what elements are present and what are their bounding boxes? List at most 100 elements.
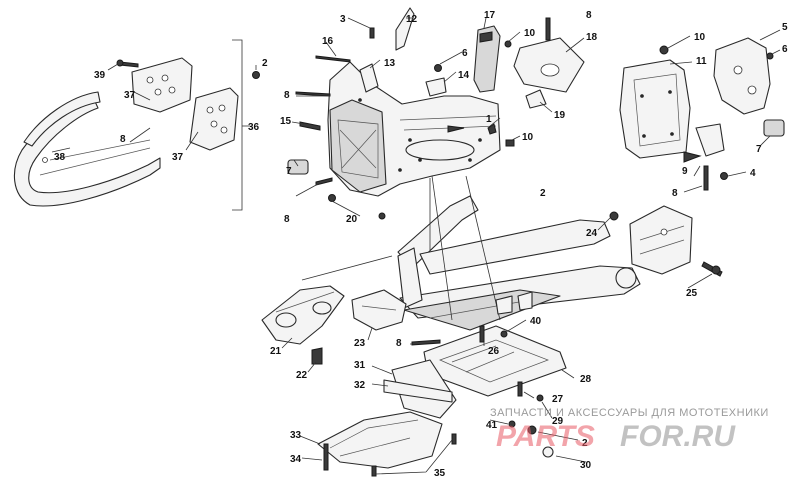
bumper-bracket-lower[interactable]: [189, 87, 239, 151]
bolt-15[interactable]: [299, 121, 321, 131]
callout-33[interactable]: 33: [290, 430, 302, 441]
callout-6-b[interactable]: 6: [782, 44, 788, 55]
nut-2-b[interactable]: [378, 212, 386, 220]
bumper-pad-7[interactable]: [287, 159, 309, 175]
callout-8-a[interactable]: 8: [586, 10, 592, 21]
callout-8-b[interactable]: 8: [284, 90, 290, 101]
pin-1[interactable]: [487, 123, 497, 135]
bolt-8-top[interactable]: [545, 17, 551, 41]
mount-23[interactable]: [351, 289, 407, 331]
nut-10-b[interactable]: [505, 139, 515, 147]
bumper-upper-rail[interactable]: [23, 91, 101, 147]
mount-bracket-5[interactable]: [713, 37, 771, 115]
nut-6[interactable]: [434, 64, 442, 72]
callout-8-f[interactable]: 8: [672, 188, 678, 199]
callout-18[interactable]: 18: [586, 32, 598, 43]
callout-37-b[interactable]: 37: [172, 152, 184, 163]
callout-36[interactable]: 36: [248, 122, 260, 133]
screw-16[interactable]: [315, 55, 351, 63]
nut-6-b[interactable]: [766, 52, 774, 60]
callout-10-a[interactable]: 10: [524, 28, 536, 39]
callout-11[interactable]: 11: [696, 56, 707, 67]
callout-9[interactable]: 9: [682, 166, 688, 177]
callout-20[interactable]: 20: [346, 214, 358, 225]
nut-20[interactable]: [328, 194, 336, 202]
bulkhead-side-panel[interactable]: [329, 99, 387, 193]
callout-2-a[interactable]: 2: [262, 58, 268, 69]
rivet-8-e[interactable]: [411, 339, 441, 346]
bracket-19[interactable]: [525, 89, 547, 109]
bumper-pad-7-b[interactable]: [763, 119, 785, 137]
callout-21[interactable]: 21: [270, 346, 282, 357]
callout-4[interactable]: 4: [750, 168, 756, 179]
screw-3[interactable]: [369, 27, 375, 39]
callout-22[interactable]: 22: [296, 370, 308, 381]
nut-40[interactable]: [500, 330, 508, 338]
callout-34[interactable]: 34: [290, 454, 302, 465]
rivet-8-left[interactable]: [295, 91, 331, 97]
bolt-26[interactable]: [479, 325, 485, 343]
callout-38[interactable]: 38: [54, 152, 66, 163]
bracket-plate-11[interactable]: [695, 123, 725, 157]
callout-35[interactable]: 35: [434, 468, 446, 479]
bolt-27[interactable]: [517, 381, 523, 397]
callout-19[interactable]: 19: [554, 110, 566, 121]
callout-10-b[interactable]: 10: [522, 132, 534, 143]
front-bumper[interactable]: [13, 94, 161, 207]
nut-24[interactable]: [609, 211, 619, 221]
callout-7-a[interactable]: 7: [286, 166, 292, 177]
callout-10-c[interactable]: 10: [694, 32, 706, 43]
callout-29[interactable]: 29: [552, 416, 564, 427]
nut-4[interactable]: [720, 172, 728, 180]
side-panel-9[interactable]: [619, 59, 691, 159]
callout-2-b[interactable]: 2: [540, 188, 546, 199]
rivet-8-d[interactable]: [703, 165, 709, 191]
callout-26[interactable]: 26: [488, 346, 500, 357]
callout-5[interactable]: 5: [782, 22, 788, 33]
callout-2-c[interactable]: 2: [582, 438, 588, 449]
callout-12[interactable]: 12: [406, 14, 418, 25]
callout-25[interactable]: 25: [686, 288, 698, 299]
bracket-21[interactable]: [261, 285, 345, 345]
callout-30[interactable]: 30: [580, 460, 592, 471]
screw-35-b[interactable]: [451, 433, 457, 445]
plate-12[interactable]: [395, 7, 415, 51]
callout-14[interactable]: 14: [458, 70, 470, 81]
nut-2[interactable]: [252, 71, 260, 79]
callout-1[interactable]: 1: [486, 114, 492, 125]
nut-2-c[interactable]: [527, 425, 537, 435]
callout-13[interactable]: 13: [384, 58, 396, 69]
clip-14[interactable]: [425, 77, 447, 97]
callout-32[interactable]: 32: [354, 380, 366, 391]
callout-39[interactable]: 39: [94, 70, 106, 81]
bumper-bracket-upper[interactable]: [131, 57, 193, 113]
callout-28[interactable]: 28: [580, 374, 592, 385]
callout-41[interactable]: 41: [486, 420, 498, 431]
callout-3[interactable]: 3: [340, 14, 346, 25]
callout-37-a[interactable]: 37: [124, 90, 136, 101]
callout-16[interactable]: 16: [322, 36, 334, 47]
nut-10-c[interactable]: [659, 45, 669, 55]
nut-41[interactable]: [508, 420, 516, 428]
callout-15[interactable]: 15: [280, 116, 292, 127]
bushing-22[interactable]: [311, 347, 323, 365]
guard-32[interactable]: [383, 379, 453, 403]
rear-mount-bracket[interactable]: [629, 205, 693, 275]
nut-29[interactable]: [536, 394, 544, 402]
callout-31[interactable]: 31: [354, 360, 366, 371]
bolt-34[interactable]: [323, 443, 329, 471]
washer-30[interactable]: [542, 446, 554, 458]
callout-23[interactable]: 23: [354, 338, 366, 349]
callout-24[interactable]: 24: [586, 228, 598, 239]
callout-8-c[interactable]: 8: [120, 134, 126, 145]
nut-10[interactable]: [504, 40, 512, 48]
callout-8-d[interactable]: 8: [284, 214, 290, 225]
callout-7-b[interactable]: 7: [756, 144, 762, 155]
skid-33[interactable]: [317, 411, 443, 469]
callout-27[interactable]: 27: [552, 394, 564, 405]
callout-8-e[interactable]: 8: [396, 338, 402, 349]
support-13[interactable]: [359, 63, 379, 93]
bracket-17[interactable]: [473, 25, 501, 93]
screw-35-a[interactable]: [371, 465, 377, 477]
rivet-8-c[interactable]: [315, 177, 333, 186]
